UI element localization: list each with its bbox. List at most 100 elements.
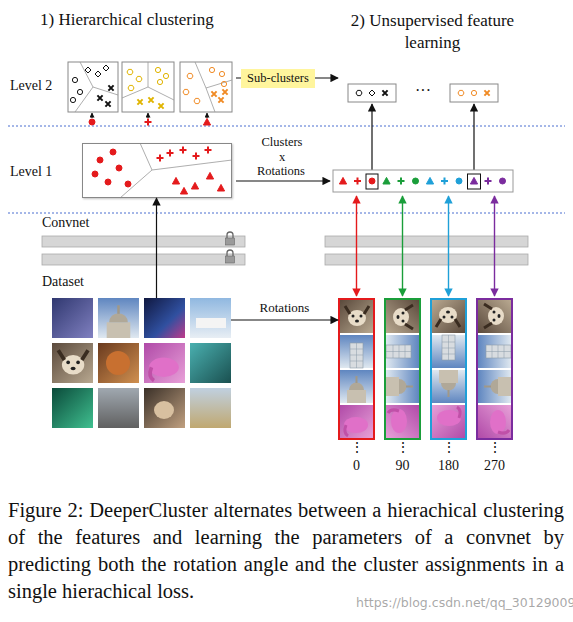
rotated-photo-part (386, 300, 419, 333)
target-link-arrow-part (448, 196, 449, 296)
level-divider-part (8, 213, 565, 214)
dataset-photo-part (144, 388, 185, 428)
level2-cluster-box-part-part (127, 69, 133, 74)
level1-cluster-symbols-part-part (110, 149, 116, 155)
convnet-layer-part (226, 250, 235, 263)
target-row-part (470, 177, 477, 184)
rotated-photo-part (340, 405, 373, 438)
rotated-photo-part (432, 370, 465, 403)
dataset-photo-part (190, 298, 231, 338)
level2-cluster-box-part-part (85, 67, 91, 73)
target-row (333, 170, 513, 192)
level1-cluster-symbols-part-part (172, 177, 179, 184)
angle-label: 0 (328, 458, 385, 474)
dataset-photo-part (98, 388, 139, 428)
dataset-photo (52, 298, 231, 428)
subcluster-box-part-part (471, 90, 476, 95)
level2-cluster-box-part (180, 62, 232, 112)
level2-cluster-box-part-part (221, 81, 226, 86)
cluster-marker-part (145, 119, 152, 126)
level1-cluster-symbols-part (92, 147, 225, 195)
convnet-layer-part (226, 232, 235, 245)
target-row-part (426, 177, 433, 184)
level2-cluster-box-part-part (183, 89, 189, 94)
level2-cluster-box-part-part (103, 65, 109, 71)
dataset-photo-part (154, 401, 174, 419)
target-link-arrow-part (494, 196, 495, 296)
dataset-photo-part (196, 318, 226, 328)
target-link-arrow-part (356, 196, 357, 296)
continuation-dots: ⋮ (469, 440, 520, 456)
convnet-block: Convnet (42, 236, 245, 265)
angle-label: 180 (420, 458, 477, 474)
arrow-label: Rotations (240, 301, 330, 316)
subcluster-box-part (348, 84, 396, 102)
target-row-part (500, 178, 506, 184)
rotated-photo-part (478, 370, 511, 403)
level1-cluster-symbols-part-part (206, 172, 213, 179)
level2-cluster-box-part (75, 62, 118, 112)
target-link-arrow (357, 196, 495, 296)
level2-cluster-box-part (183, 67, 228, 103)
level2-cluster-box-part (122, 62, 174, 112)
level1-cluster-symbols-part-part (217, 184, 224, 191)
flow-arrow-part (236, 180, 330, 181)
figure-caption: Figure 2: DeeperCluster alternates betwe… (8, 497, 564, 605)
rotated-photo-part (478, 300, 511, 333)
level2-cluster-box-part-part (194, 98, 200, 103)
rotation-column: 0 (338, 298, 375, 440)
subcluster-box-part-part (369, 90, 375, 96)
flow-arrow-part (371, 104, 372, 174)
level1-cluster-symbols-part-part (180, 187, 187, 194)
target-row-part (339, 177, 346, 184)
level-divider-part (8, 126, 565, 127)
arrow-label: x (252, 150, 312, 164)
block-heading: Dataset (42, 274, 162, 290)
level2-cluster-box-part-part (209, 67, 214, 72)
level1-cluster-symbols-part-part (193, 153, 200, 160)
level1-cluster-symbols-part-part (92, 171, 98, 177)
dataset-photo-part (52, 343, 93, 383)
level2-cluster-box-part-part (148, 97, 153, 102)
ellipsis: ··· (408, 82, 438, 100)
rotation-column: 180 (430, 298, 467, 440)
subcluster-box-part (356, 90, 388, 96)
dataset-photo-part (106, 351, 130, 375)
level2-cluster-box-part (68, 62, 118, 112)
block-heading: Convnet (42, 215, 162, 231)
rotated-photo-part (432, 335, 465, 368)
level2-cluster-box-part-part (211, 91, 216, 96)
highlight-box: Sub-clusters (241, 69, 315, 88)
rotated-photo-part (386, 335, 419, 368)
subcluster-box-part (450, 84, 498, 102)
subcluster-box-part-part (356, 90, 362, 95)
cluster-marker-part (207, 113, 208, 118)
level2-cluster-box-part-part (97, 95, 102, 100)
cluster-marker-part (89, 119, 95, 125)
level1-cluster-symbols-part-part (191, 182, 198, 189)
target-row-part (468, 174, 481, 189)
level2-cluster-box-part-part (136, 76, 142, 81)
level1-cluster-symbols-part-part (180, 147, 187, 154)
cluster-marker (89, 113, 211, 126)
rotated-photo-part (386, 370, 419, 403)
level2-cluster-box-part (70, 65, 113, 107)
level1-cluster-symbols-part-part (205, 147, 212, 154)
level1-cluster-symbols-part-part (116, 165, 122, 171)
target-row-part (441, 178, 448, 185)
watermark: https://blog.csdn.net/qq_30129009 (356, 596, 571, 610)
target-row-part (383, 177, 390, 184)
rotated-photo-part (340, 300, 373, 333)
convnet-layer-part (325, 254, 528, 265)
angle-label: 90 (374, 458, 431, 474)
rotated-photo-part (478, 405, 511, 438)
level1-cluster-symbols-part (120, 143, 232, 198)
level2-cluster-box-part-part (222, 89, 227, 94)
target-row-part (333, 170, 513, 192)
level1-cluster-symbols (92, 143, 232, 198)
level2-cluster-box-part-part (137, 99, 142, 104)
flow-arrow-part (473, 104, 474, 174)
convnet-layer (42, 232, 528, 265)
cluster-box: Level 1 (82, 143, 232, 198)
